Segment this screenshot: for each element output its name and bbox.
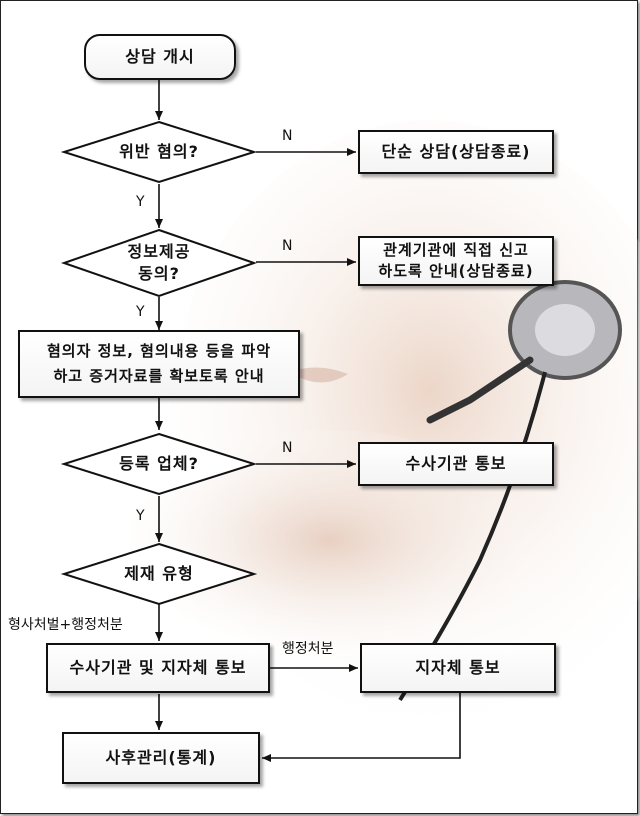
decision-registered-label: 등록 업체? [119, 454, 199, 473]
notify-police-node: 수사기관 통보 [358, 442, 554, 486]
decision-violation: 위반 혐의? [60, 120, 258, 184]
notify-both-node: 수사기관 및 지자체 통보 [46, 643, 270, 693]
edge-label-registered-yes: Y [136, 508, 145, 524]
edge-label-admin-only: 행정처분 [282, 641, 334, 657]
direct-report-line2: 하도록 안내(상담종료) [378, 262, 534, 280]
direct-report-line1: 관계기관에 직접 신고 [383, 241, 529, 259]
start-node: 상담 개시 [84, 34, 236, 80]
decision-consent-label-line2: 동의? [138, 264, 180, 283]
earpiece-inner-shape [535, 304, 595, 356]
collect-evidence-line2: 하고 증거자료를 확보토록 안내 [53, 367, 265, 385]
headset-mic-boom-shape [426, 356, 534, 424]
edge-label-violation-yes: Y [136, 194, 145, 210]
decision-consent-label-line1: 정보제공 [127, 242, 191, 261]
edge-label-criminal-admin: 형사처벌+행정처분 [8, 617, 123, 633]
aftercare-node: 사후관리(통계) [62, 732, 260, 784]
start-label: 상담 개시 [125, 47, 195, 66]
decision-registered: 등록 업체? [60, 432, 258, 496]
notify-local-label: 지자체 통보 [415, 658, 501, 677]
edge-local-to-aftercare [262, 692, 461, 762]
notify-both-label: 수사기관 및 지자체 통보 [69, 658, 247, 677]
notify-police-label: 수사기관 통보 [405, 454, 507, 473]
notify-local-node: 지자체 통보 [360, 643, 556, 693]
lips-shape [290, 367, 348, 383]
decision-violation-label: 위반 혐의? [119, 142, 199, 161]
collect-evidence-line1: 혐의자 정보, 혐의내용 등을 파악 [47, 342, 271, 360]
aftercare-label: 사후관리(통계) [105, 748, 217, 767]
decision-sanction: 제재 유형 [60, 542, 258, 606]
simple-consult-node: 단순 상담(상담종료) [358, 130, 554, 174]
edge-label-consent-yes: Y [136, 304, 145, 320]
simple-consult-label: 단순 상담(상담종료) [381, 142, 531, 161]
edge-label-violation-no: N [282, 128, 293, 144]
edge-label-consent-no: N [282, 238, 293, 254]
decision-sanction-label: 제재 유형 [124, 564, 194, 583]
edge-label-registered-no: N [282, 440, 293, 456]
